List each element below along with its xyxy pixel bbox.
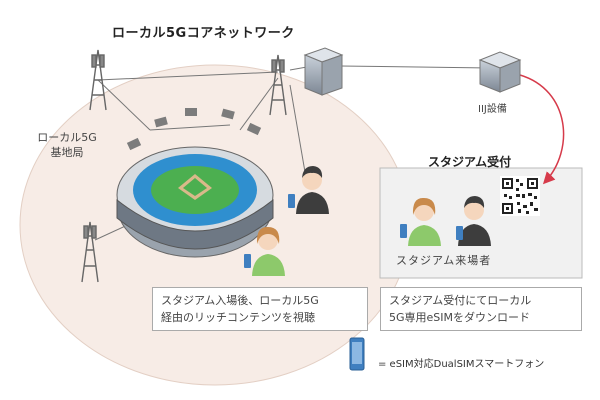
visitor-person-icon [288, 166, 329, 214]
visitors-label: スタジアム来場者 [396, 254, 492, 267]
antenna-tower-icon [81, 221, 99, 283]
esim-download-caption: スタジアム受付にてローカル 5G専用eSIMをダウンロード [380, 287, 582, 331]
smartphone-icon [288, 194, 295, 208]
iij-equipment-label: IIJ設備 [478, 104, 507, 115]
smartphone-icon [400, 224, 407, 238]
reception-area [379, 167, 583, 279]
stadium-icon [116, 146, 274, 258]
antenna-tower-icon [89, 49, 107, 111]
smartphone-icon [244, 254, 251, 268]
smartphone-icon [456, 226, 463, 240]
iij-server-icon [478, 51, 522, 93]
download-link-arrow [519, 74, 565, 185]
visitor-person-icon [456, 196, 491, 246]
diagram-title: ローカル5Gコアネットワーク [112, 26, 295, 41]
base-station-label: ローカル5G 基地局 [37, 131, 97, 159]
visitor-person-icon [400, 197, 441, 246]
core-server-icon [303, 47, 344, 96]
stadium-light-icon [126, 108, 262, 151]
stadium-viewing-caption: スタジアム入場後、ローカル5G 経由のリッチコンテンツを視聴 [152, 287, 368, 331]
reception-title: スタジアム受付 [428, 155, 512, 169]
qr-code-icon [500, 176, 540, 216]
visitor-person-icon [244, 226, 285, 276]
antenna-tower-icon [269, 54, 287, 116]
legend-label: = eSIM対応DualSIMスマートフォン [378, 359, 545, 370]
